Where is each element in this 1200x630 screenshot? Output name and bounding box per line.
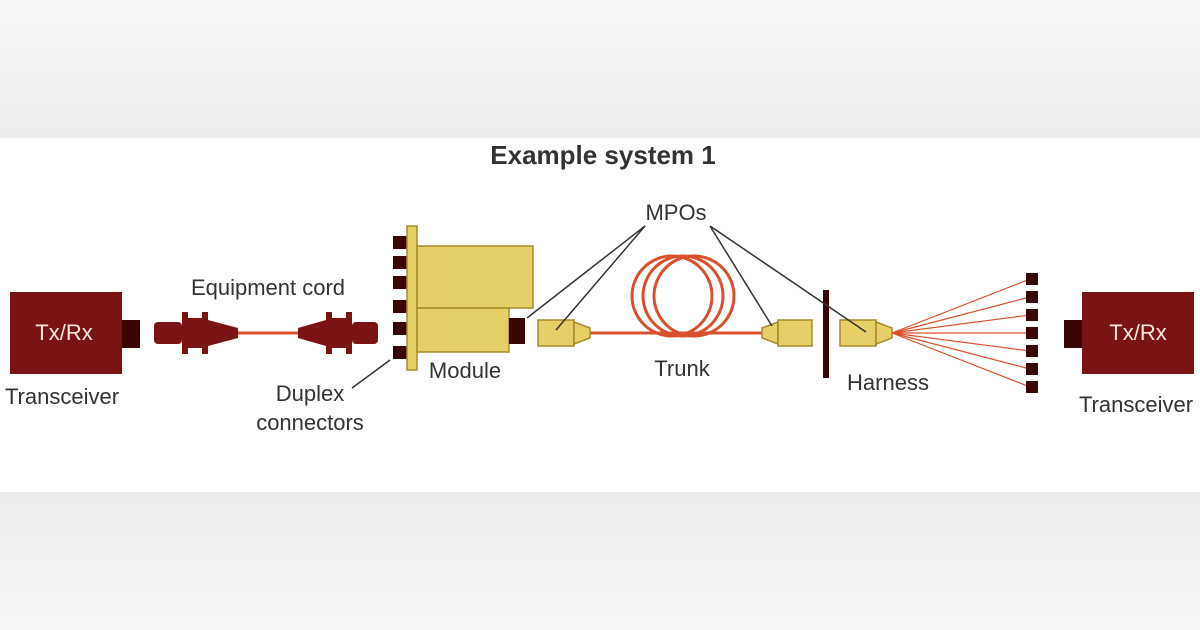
module-label: Module: [429, 358, 501, 383]
equipment-cord: Equipment cord: [154, 275, 378, 354]
left-transceiver-port: [122, 320, 140, 348]
bottom-band: [0, 492, 1200, 630]
equipment-cord-label: Equipment cord: [191, 275, 345, 300]
right-transceiver-label: Tx/Rx: [1109, 320, 1166, 345]
panel-bar: [823, 290, 829, 378]
duplex-label-line2: connectors: [256, 410, 364, 435]
right-transceiver-box: [1082, 292, 1194, 374]
diagram-title: Example system 1: [490, 140, 715, 170]
module: Module: [393, 225, 534, 383]
mpo-pointers: [526, 225, 867, 333]
left-transceiver-box: [10, 292, 122, 374]
trunk-mpo-right: [777, 319, 813, 347]
harness-mpo: [839, 319, 877, 347]
trunk: Trunk: [537, 254, 813, 381]
right-transceiver: Tx/Rx Transceiver: [1064, 292, 1194, 417]
duplex-label-line1: Duplex: [276, 381, 344, 406]
harness: Harness: [839, 273, 1038, 395]
duplex-pointer: [351, 359, 391, 389]
trunk-label: Trunk: [654, 356, 710, 381]
left-transceiver-caption: Transceiver: [5, 384, 119, 409]
diagram-panel: [0, 138, 1200, 492]
trunk-mpo-left: [537, 319, 575, 347]
cord-connector-left: [154, 312, 238, 354]
harness-connectors: [1026, 273, 1038, 393]
left-transceiver-label: Tx/Rx: [35, 320, 92, 345]
harness-fanout: [891, 278, 1031, 388]
right-transceiver-caption: Transceiver: [1079, 392, 1193, 417]
top-band: [0, 0, 1200, 138]
trunk-coil-3: [652, 254, 736, 338]
harness-label: Harness: [847, 370, 929, 395]
left-transceiver: Tx/Rx Transceiver: [5, 292, 140, 409]
mpos-label: MPOs: [645, 200, 706, 225]
cord-connector-right: [298, 312, 378, 354]
right-transceiver-port: [1064, 320, 1082, 348]
